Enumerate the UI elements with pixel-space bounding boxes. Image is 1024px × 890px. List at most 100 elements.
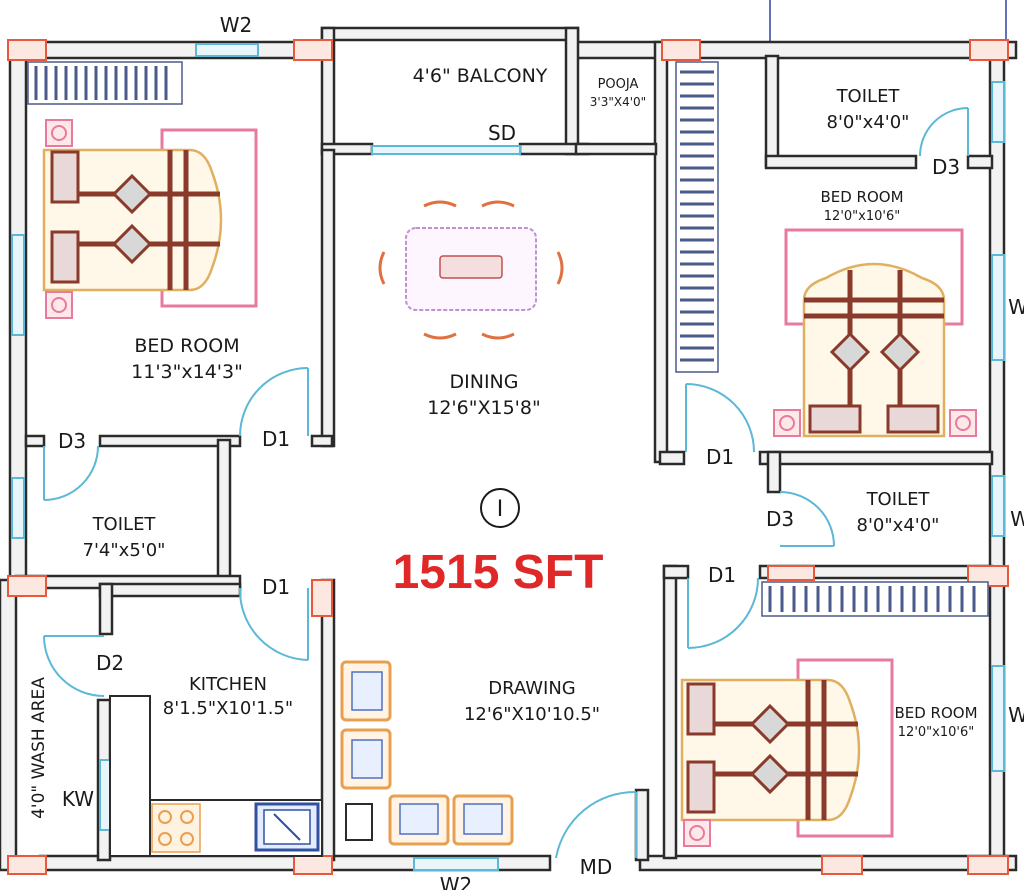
wall-kitchen-stub [98,582,114,636]
wardrobe-right-bottom [761,581,989,617]
door-d1-left-lower [238,587,309,661]
columns [7,39,1009,875]
floor-number: I [497,497,504,522]
wall-bed-br-left [662,564,678,860]
tag-w2-bottom: W2 [440,873,473,890]
bed-frame [802,262,946,438]
wall-bed-tr-bottom [658,450,686,466]
toilet-left-name: TOILET [92,514,157,535]
column [7,855,47,875]
column [7,39,47,61]
tag-w-right-3: W [1008,703,1024,727]
door-d1-right-lower [687,577,759,649]
tag-sd: SD [488,121,516,145]
bed-frame [42,148,223,292]
column [293,855,333,875]
wall-left-lower [0,578,18,872]
toilet-tr-name: TOILET [836,86,901,107]
wall-pooja-right [653,40,669,464]
kitchen-name: KITCHEN [189,674,267,695]
tag-d3-mr: D3 [766,507,794,531]
wall-main-door-right [634,788,650,862]
window-w2-top [195,43,259,57]
door-d3-tr [919,107,969,157]
wall-balcony-right [564,26,580,156]
toilet-mr-name: TOILET [866,489,931,510]
wardrobe-right-bottom-hangers [768,586,976,612]
pooja-name: POOJA [598,77,639,92]
wall-bed-left-bottom3 [310,434,334,448]
dining-size: 12'6"X15'8" [427,397,540,419]
tag-d1-left-upper: D1 [262,427,290,451]
tag-d3-tr: D3 [932,155,960,179]
tag-w-right-1: W [1008,295,1024,319]
door-d1-left-upper [239,367,309,437]
tag-kw: KW [62,787,94,811]
window-right-bed-tr [991,254,1005,361]
column [969,39,1009,61]
area-label: 1515 SFT [393,546,604,599]
pooja-size: 3'3"X4'0" [590,95,646,109]
column [767,565,815,581]
bed-tr-name: BED ROOM [820,188,903,206]
wall-toilet-left-right [216,438,232,582]
floor-marker: I [480,488,520,528]
bed-br-size: 12'0"x10'6" [898,725,974,740]
dining-table [378,200,564,340]
drawing-name: DRAWING [488,678,576,699]
wall-top-right [574,40,1018,60]
door-d2 [43,635,105,697]
room-labels: 4'6" BALCONY POOJA 3'3"X4'0" BED ROOM 11… [29,65,978,819]
column [967,855,1009,875]
wardrobe-left-hangers [34,66,168,100]
opening-tags: W2 W2 SD D3 D1 D1 D2 KW MD D3 D1 D3 D1 W… [58,13,1024,890]
wall-bed-left-bottom [24,434,46,448]
tag-d1-right-upper: D1 [706,445,734,469]
wall-toilet-tr-bottom2 [966,154,994,170]
column [311,579,333,617]
window-kw [99,759,111,831]
windows [11,43,1005,871]
bed-br-name: BED ROOM [894,704,977,722]
bed-top-right [773,228,977,438]
wash-area-label: 4'0" WASH AREA [29,677,49,819]
wall-drawing-left [320,578,336,862]
wall-toilet-tr-left [764,54,780,168]
door-md [555,790,637,859]
tag-d2: D2 [96,651,124,675]
toilet-tr-size: 8'0"x4'0" [827,112,910,133]
tag-w-right-2: W [1010,507,1024,531]
toilet-mr-size: 8'0"x4'0" [857,515,940,536]
window-right-toilet-mr [991,475,1005,537]
balcony-label: 4'6" BALCONY [413,65,548,87]
dining-name: DINING [450,371,519,393]
column [7,575,47,597]
wall-top-balcony [320,26,580,42]
window-sd [371,145,521,155]
tag-md: MD [580,855,613,879]
wall-top-left [8,40,334,60]
kitchen-counter [109,695,323,857]
tag-d3-left: D3 [58,429,86,453]
wall-bed-left-bottom2 [98,434,242,448]
wall-toilet-mr-left [766,450,782,494]
wall-kitchen-top [98,582,242,598]
tag-d1-right-lower: D1 [708,563,736,587]
bed-left [42,119,258,319]
bed-left-name: BED ROOM [134,335,239,357]
door-d1-right-upper [685,383,755,453]
bed-bottom-right [680,658,894,847]
toilet-left-size: 7'4"x5'0" [83,540,166,561]
wardrobe-right-top-hangers [680,70,714,362]
window-right-bed-br [991,665,1005,772]
wall-bed-tr-bottom2 [758,450,994,466]
column [821,855,863,875]
door-d3-left [43,445,99,501]
kitchen-size: 8'1.5"X10'1.5" [163,698,293,719]
dining-chairs [378,200,564,340]
bed-frame [680,678,861,822]
floor-number-circle [480,488,520,528]
wall-bed-left-right [320,148,336,448]
tag-w2-top: W2 [220,13,253,37]
